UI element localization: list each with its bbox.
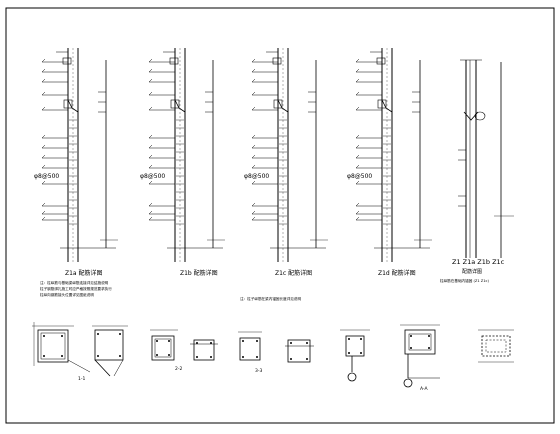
column-2-level-tick-1 xyxy=(148,58,153,63)
column-caption-5: Z1 Z1a Z1b Z1c xyxy=(452,258,505,266)
section-label-4: A-A xyxy=(420,386,429,392)
column-1-level-tick-7 xyxy=(41,144,46,149)
column-4-level-tick-2 xyxy=(355,68,360,73)
note-line-2: 柱子钢筋绑扎施工时应严格按照规范要求执行 xyxy=(40,286,112,291)
column-2-top-cap xyxy=(169,57,179,65)
column-1-level-tick-12 xyxy=(41,210,46,215)
column-2-level-tick-9 xyxy=(148,164,153,169)
column-3-top-cap xyxy=(272,57,282,65)
column-3-level-tick-1 xyxy=(251,58,256,63)
column-elevations xyxy=(41,48,514,262)
column-1-level-tick-1 xyxy=(41,58,46,63)
column-3-level-tick-4 xyxy=(251,91,256,96)
column-2-level-tick-8 xyxy=(148,154,153,159)
column-3-level-tick-5 xyxy=(251,106,256,111)
column-3-level-tick-9 xyxy=(251,164,256,169)
section-box-1 xyxy=(37,329,69,363)
section-box-3 xyxy=(151,335,175,361)
column-subcaption-5: 配筋详图 xyxy=(462,268,482,275)
column-1-joint-box xyxy=(63,99,73,109)
section-marker-circle-2 xyxy=(403,378,413,388)
center-note: 注：柱子纵筋在梁内锚固长度详见说明 xyxy=(240,296,301,301)
column-2-level-tick-5 xyxy=(148,106,153,111)
column-4-level-tick-13 xyxy=(355,216,360,221)
column-caption-4: Z1d 配筋详图 xyxy=(378,269,416,277)
column-2-level-tick-6 xyxy=(148,134,153,139)
column-4-level-tick-11 xyxy=(355,202,360,207)
section-box-7 xyxy=(345,335,365,357)
column-4-level-tick-4 xyxy=(355,91,360,96)
column-4-level-tick-6 xyxy=(355,134,360,139)
column-3-level-tick-2 xyxy=(251,68,256,73)
column-3-level-tick-10 xyxy=(251,180,256,185)
note-line-3: 柱纵向钢筋接头位置详见图纸说明 xyxy=(40,292,94,297)
column-5-joint-ellipse xyxy=(474,111,486,121)
column-1-level-tick-9 xyxy=(41,164,46,169)
section-box-9 xyxy=(481,335,511,357)
column-4-top-cap xyxy=(376,57,386,65)
section-box-4 xyxy=(193,339,215,361)
column-3-level-tick-13 xyxy=(251,216,256,221)
right-note: 柱纵筋在基础内锚固 (Z1 Z1c) xyxy=(440,278,490,283)
column-1-level-tick-11 xyxy=(41,202,46,207)
section-box-2 xyxy=(94,329,124,361)
sheet-border xyxy=(5,7,555,424)
column-1-level-tick-10 xyxy=(41,180,46,185)
column-3-level-tick-8 xyxy=(251,154,256,159)
column-2-level-tick-13 xyxy=(148,216,153,221)
column-1-level-tick-5 xyxy=(41,106,46,111)
column-4-level-tick-9 xyxy=(355,164,360,169)
section-box-5 xyxy=(239,337,261,361)
stirrup-note-4: φ8@500 xyxy=(347,173,372,180)
column-2-level-tick-2 xyxy=(148,68,153,73)
column-4-level-tick-12 xyxy=(355,210,360,215)
section-box-6 xyxy=(287,339,311,363)
section-marker-circle-1 xyxy=(347,372,357,382)
column-4-joint-box xyxy=(377,99,387,109)
column-2-level-tick-10 xyxy=(148,180,153,185)
column-4-level-tick-1 xyxy=(355,58,360,63)
column-3-level-tick-11 xyxy=(251,202,256,207)
column-4-level-tick-3 xyxy=(355,78,360,83)
column-1-top-cap xyxy=(62,57,72,65)
column-3-level-tick-6 xyxy=(251,134,256,139)
column-3-joint-box xyxy=(273,99,283,109)
note-line-1: 注：柱纵筋与基础梁纵筋连接详见结施说明 xyxy=(40,280,109,285)
section-details xyxy=(32,322,514,388)
section-label-3: 3-3 xyxy=(255,368,262,374)
column-caption-2: Z1b 配筋详图 xyxy=(180,269,218,277)
stirrup-note-1: φ8@500 xyxy=(34,173,59,180)
column-2-level-tick-4 xyxy=(148,91,153,96)
column-1-level-tick-6 xyxy=(41,134,46,139)
column-4-level-tick-5 xyxy=(355,106,360,111)
column-2-joint-box xyxy=(170,99,180,109)
column-1-level-tick-3 xyxy=(41,78,46,83)
stirrup-note-3: φ8@500 xyxy=(244,173,269,180)
column-2-level-tick-7 xyxy=(148,144,153,149)
section-box-8 xyxy=(404,329,436,355)
column-4-level-tick-10 xyxy=(355,180,360,185)
column-3-level-tick-7 xyxy=(251,144,256,149)
column-1-level-tick-2 xyxy=(41,68,46,73)
column-1-level-tick-8 xyxy=(41,154,46,159)
column-2-level-tick-12 xyxy=(148,210,153,215)
column-1-level-tick-4 xyxy=(41,91,46,96)
column-1-level-tick-13 xyxy=(41,216,46,221)
column-caption-1: Z1a 配筋详图 xyxy=(65,269,103,277)
column-caption-3: Z1c 配筋详图 xyxy=(275,269,312,277)
section-label-1: 1-1 xyxy=(78,376,85,382)
section-label-2: 2-2 xyxy=(175,366,182,372)
column-5-joint xyxy=(463,111,479,121)
section-dots xyxy=(43,333,430,360)
column-3-level-tick-12 xyxy=(251,210,256,215)
column-4-level-tick-8 xyxy=(355,154,360,159)
stirrup-note-2: φ8@500 xyxy=(140,173,165,180)
column-2-level-tick-3 xyxy=(148,78,153,83)
column-4-level-tick-7 xyxy=(355,144,360,149)
column-3-level-tick-3 xyxy=(251,78,256,83)
column-2-level-tick-11 xyxy=(148,202,153,207)
